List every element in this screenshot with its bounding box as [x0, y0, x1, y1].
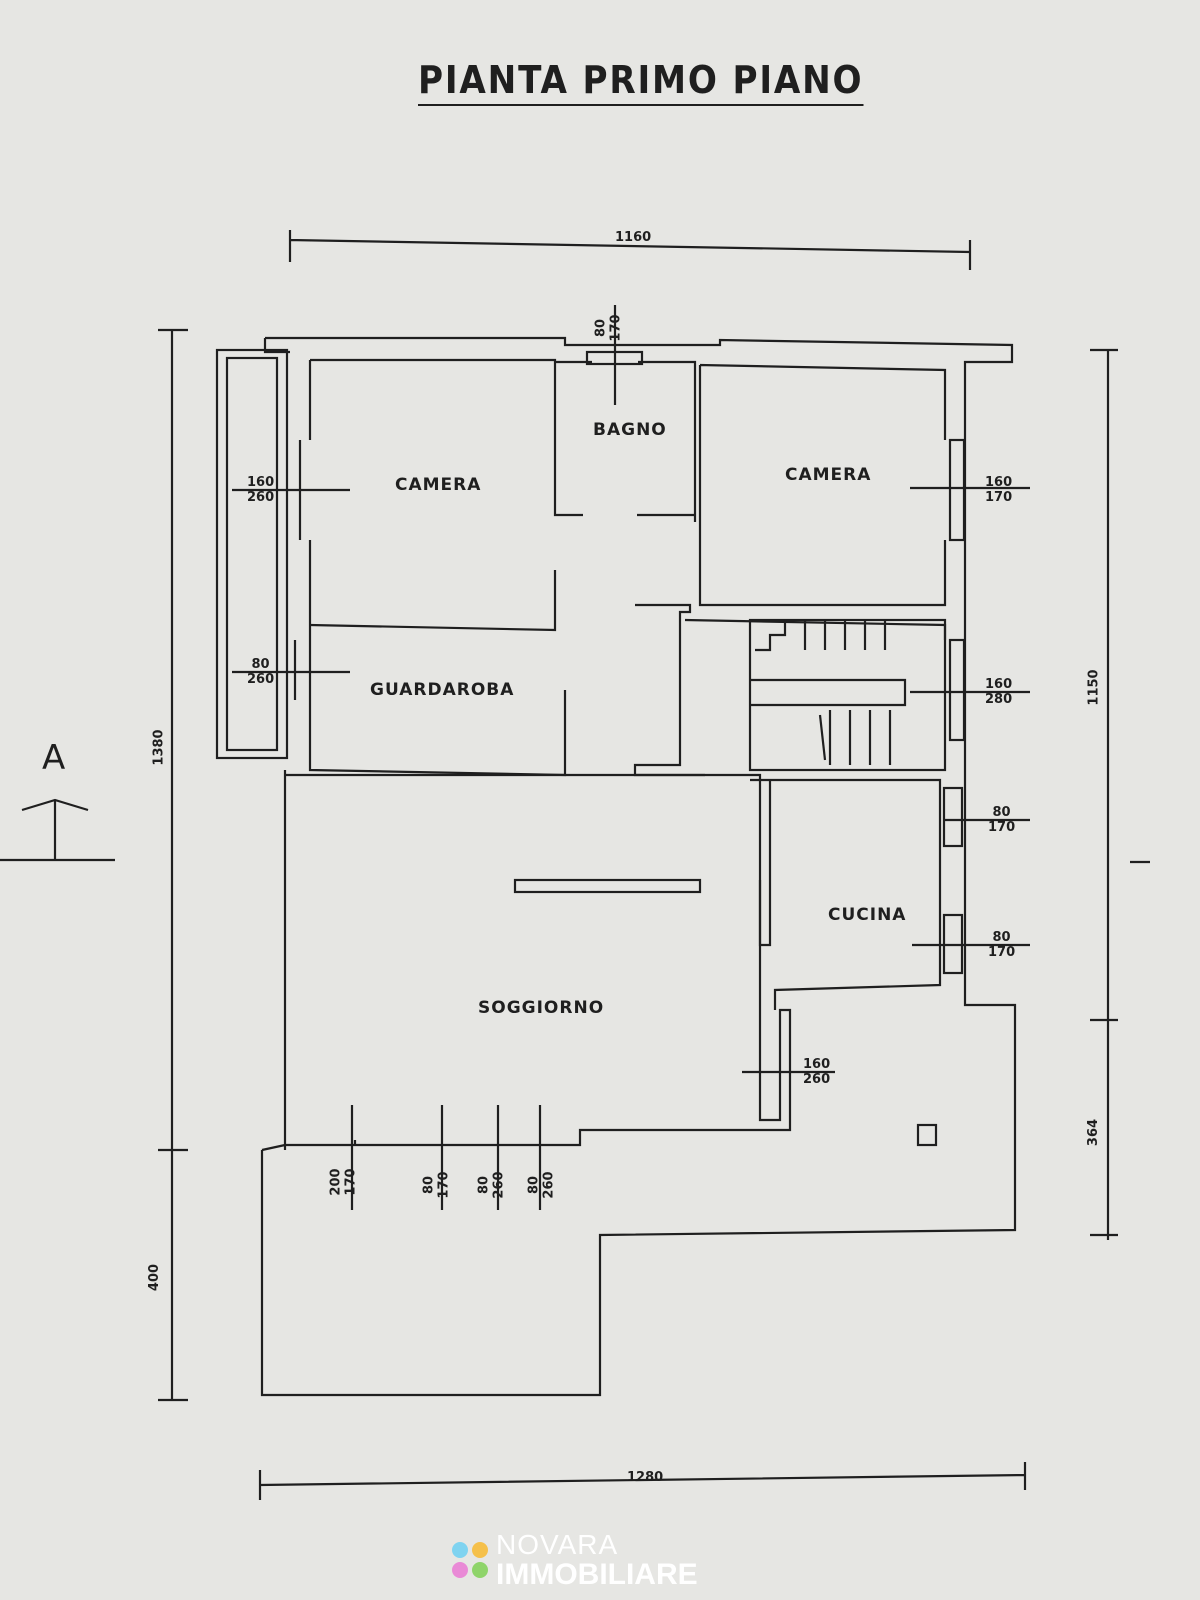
wall-outer [260, 336, 1017, 1397]
dim-left-height: 1380 [151, 729, 167, 766]
dim-bottom-width: 1280 [627, 1470, 664, 1485]
room-camera-right: CAMERA [785, 465, 872, 485]
wall-bagno [555, 360, 697, 522]
logo-dot [452, 1542, 468, 1558]
window-camera-right: 160 170 [985, 475, 1013, 505]
logo-dot [452, 1562, 468, 1578]
dim-top-width: 1160 [615, 230, 652, 245]
wall-soggiorno [285, 773, 792, 1147]
window-stair: 160 280 [985, 677, 1013, 707]
dim-line-bottom [258, 1462, 1027, 1500]
wall-top-inner [263, 338, 290, 354]
room-soggiorno: SOGGIORNO [478, 998, 605, 1018]
section-marker-arrow [0, 798, 115, 862]
window-cucina-1: 80 170 [988, 805, 1016, 835]
dim-left-terrace: 400 [147, 1263, 163, 1292]
window-camera-left: 160 260 [247, 475, 275, 505]
dim-line-right [1090, 348, 1118, 1240]
room-camera-left: CAMERA [395, 475, 482, 495]
brand-logo: NOVARA IMMOBILIARE [452, 1530, 698, 1590]
wall-camera-right [698, 363, 947, 607]
wall-cucina [750, 778, 942, 1010]
balcony-left [215, 348, 289, 760]
dim-right-terrace: 364 [1086, 1118, 1102, 1147]
partition [513, 878, 702, 894]
window-guardaroba: 80 260 [247, 657, 275, 687]
opening-south-2: 80 170 [421, 1171, 452, 1199]
logo-dot [472, 1562, 488, 1578]
stairwell [748, 618, 947, 772]
dim-right-height: 1150 [1086, 669, 1102, 706]
dim-line-left [158, 328, 188, 1402]
dim-line-top [288, 230, 972, 270]
opening-south-4: 80 260 [526, 1171, 557, 1199]
opening-south-1: 200 170 [328, 1168, 359, 1196]
plan-title: PIANTA PRIMO PIANO [418, 58, 864, 106]
logo-line-1: NOVARA [496, 1529, 619, 1560]
section-marker-label: A [42, 738, 66, 778]
logo-line-2: IMMOBILIARE [496, 1558, 698, 1591]
logo-dot [472, 1542, 488, 1558]
room-bagno: BAGNO [593, 420, 667, 440]
window-bagno: 80 170 [593, 314, 624, 342]
room-cucina: CUCINA [828, 905, 907, 925]
opening-south-3: 80 260 [476, 1171, 507, 1199]
door-soggiorno: 160 260 [803, 1057, 831, 1087]
terrace-fixture [916, 1123, 938, 1147]
logo-dots-icon [452, 1542, 488, 1578]
window-cucina-2: 80 170 [988, 930, 1016, 960]
room-guardaroba: GUARDAROBA [370, 680, 515, 700]
